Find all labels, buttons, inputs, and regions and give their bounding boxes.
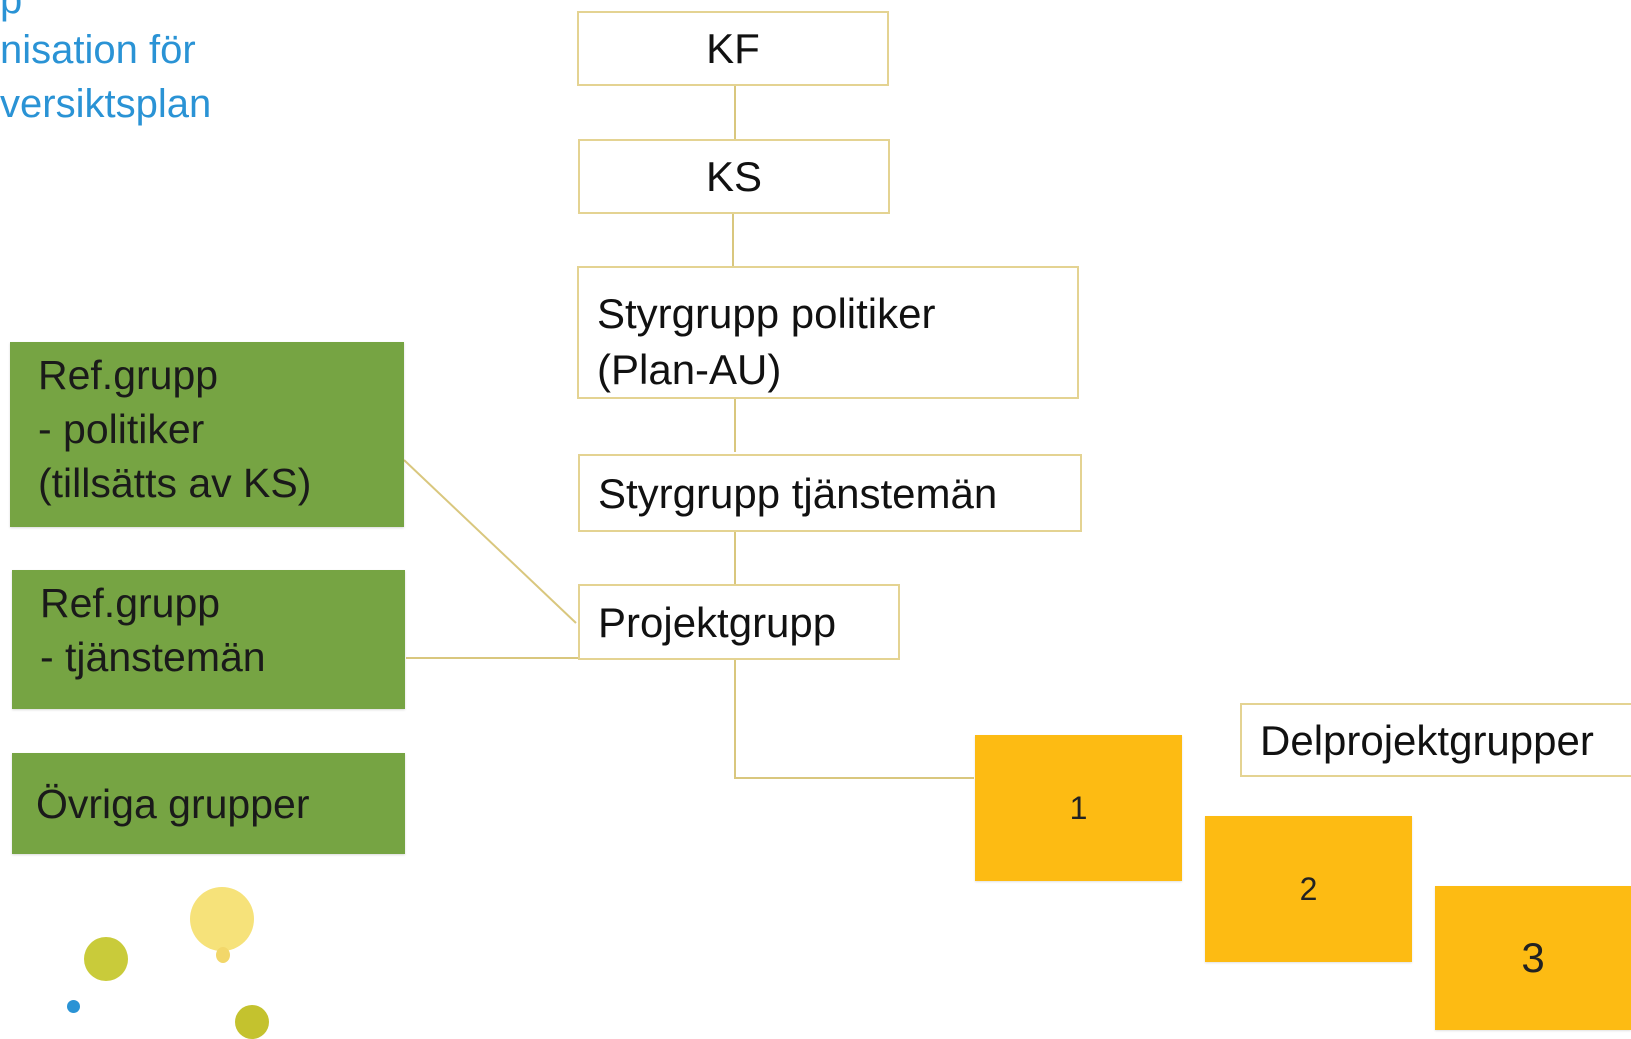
green-dot-decoration	[235, 1005, 269, 1039]
ovriga-grupper: Övriga grupper	[12, 753, 405, 854]
connector-to-subgroup-1	[734, 777, 974, 779]
styrgrupp-tjanstemen-box: Styrgrupp tjänstemän	[578, 454, 1082, 532]
title-line-1: p	[0, 0, 23, 22]
blue-dot-decoration	[67, 1000, 80, 1013]
balloon-decoration	[190, 887, 254, 951]
connector-projektgrupp-down	[734, 658, 736, 779]
olive-dot-decoration	[84, 937, 128, 981]
connector-kf-ks	[734, 84, 736, 139]
ref-group-politiker: Ref.grupp - politiker (tillsätts av KS)	[10, 342, 404, 527]
styrgrupp-politiker-line-2: (Plan-AU)	[597, 346, 782, 393]
title-line-3: versiktsplan	[0, 82, 212, 126]
connector-politiker-tjanstemen	[734, 397, 736, 452]
connector-tjanstemen-projektgrupp	[734, 530, 736, 584]
balloon-knot-decoration	[216, 947, 230, 963]
connector-ks-styrgrupp-politiker	[732, 212, 734, 267]
projektgrupp-box: Projektgrupp	[578, 584, 900, 660]
ks-box: KS	[578, 139, 890, 214]
connector-ref-politiker	[403, 459, 577, 624]
subgroup-2: 2	[1205, 816, 1412, 962]
subgroup-1: 1	[975, 735, 1182, 881]
styrgrupp-politiker-line-1: Styrgrupp politiker	[597, 290, 936, 337]
delprojektgrupper-box: Delprojektgrupper	[1240, 703, 1631, 777]
styrgrupp-politiker-box: Styrgrupp politiker (Plan-AU)	[577, 266, 1079, 399]
subgroup-3: 3	[1435, 886, 1631, 1030]
title-line-2: nisation för	[0, 28, 196, 72]
kf-box: KF	[577, 11, 889, 86]
connector-ref-tjanstemen	[406, 657, 578, 659]
ref-group-tjanstemen: Ref.grupp - tjänstemän	[12, 570, 405, 709]
